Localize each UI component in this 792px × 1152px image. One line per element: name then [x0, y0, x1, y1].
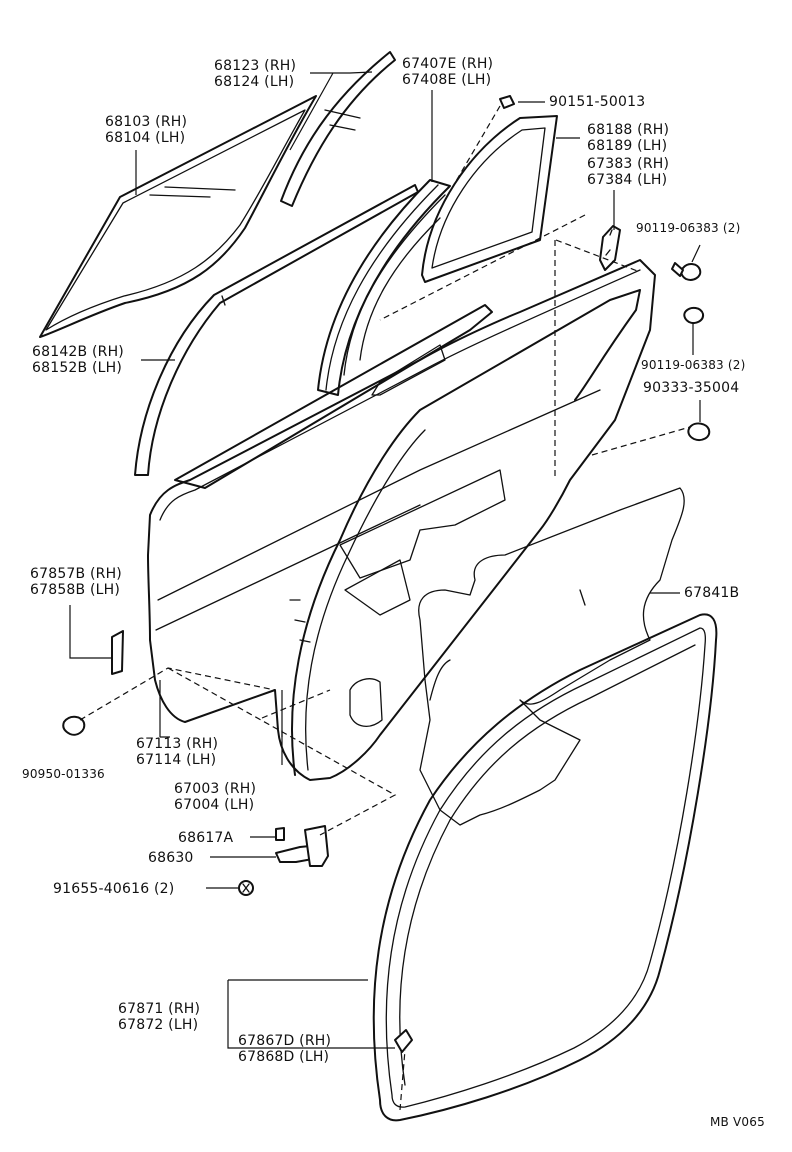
label-bracket-rh: 67383 (RH): [587, 156, 670, 172]
label-hinge: 68630: [148, 850, 194, 866]
label-bracket-lh: 67384 (LH): [587, 172, 668, 188]
label-plug-left: 90950-01336: [22, 767, 105, 781]
label-door-glass-lh: 68104 (LH): [105, 130, 186, 146]
label-retainer-rh: 67867D (RH): [238, 1033, 332, 1049]
small-parts: [62, 95, 711, 1053]
label-door-panel-lh: 67004 (LH): [174, 797, 255, 813]
belt-weatherstrip: [134, 184, 419, 476]
door-panel: [147, 259, 656, 781]
hole-cover: [418, 487, 685, 826]
label-plug-right: 90333-35004: [643, 380, 740, 396]
label-frame-seal-rh: 68188 (RH): [587, 122, 670, 138]
label-rear-glass-rh: 68123 (RH): [214, 58, 297, 74]
rear-quarter-glass: [280, 51, 396, 207]
label-bumper: 68617A: [178, 830, 234, 846]
assembly-lines: [79, 105, 691, 1111]
label-mark-strip-rh: 67857B (RH): [30, 566, 122, 582]
label-retainer-lh: 67868D (LH): [238, 1049, 330, 1065]
label-door-weatherstrip-rh: 67871 (RH): [118, 1001, 201, 1017]
label-clip-lower: 90119-06383 (2): [641, 358, 746, 372]
label-door-glass-rh: 68103 (RH): [105, 114, 188, 130]
label-frame-seal-lh: 68189 (LH): [587, 138, 668, 154]
label-belt-weatherstrip-rh: 68142B (RH): [32, 344, 124, 360]
run-channel: [317, 179, 451, 396]
label-bolt: 91655-40616 (2): [53, 881, 175, 897]
label-belt-weatherstrip-lh: 68152B (LH): [32, 360, 123, 376]
frame-seal: [421, 115, 558, 283]
label-door-panel-rh: 67003 (RH): [174, 781, 257, 797]
leader-lines: [69, 71, 701, 1049]
label-rear-glass-lh: 68124 (LH): [214, 74, 295, 90]
label-hole-cover: 67841B: [684, 585, 740, 601]
label-clip-upper: 90119-06383 (2): [636, 221, 741, 235]
label-lower-seal-rh: 67113 (RH): [136, 736, 219, 752]
label-channel-lh: 67408E (LH): [402, 72, 492, 88]
door-glass: [39, 95, 317, 338]
label-screw-top: 90151-50013: [549, 94, 646, 110]
diagram-code: MB V065: [710, 1115, 765, 1129]
label-mark-strip-lh: 67858B (LH): [30, 582, 121, 598]
label-channel-rh: 67407E (RH): [402, 56, 494, 72]
label-lower-seal-lh: 67114 (LH): [136, 752, 217, 768]
door-weatherstrip: [372, 613, 718, 1122]
label-door-weatherstrip-lh: 67872 (LH): [118, 1017, 199, 1033]
